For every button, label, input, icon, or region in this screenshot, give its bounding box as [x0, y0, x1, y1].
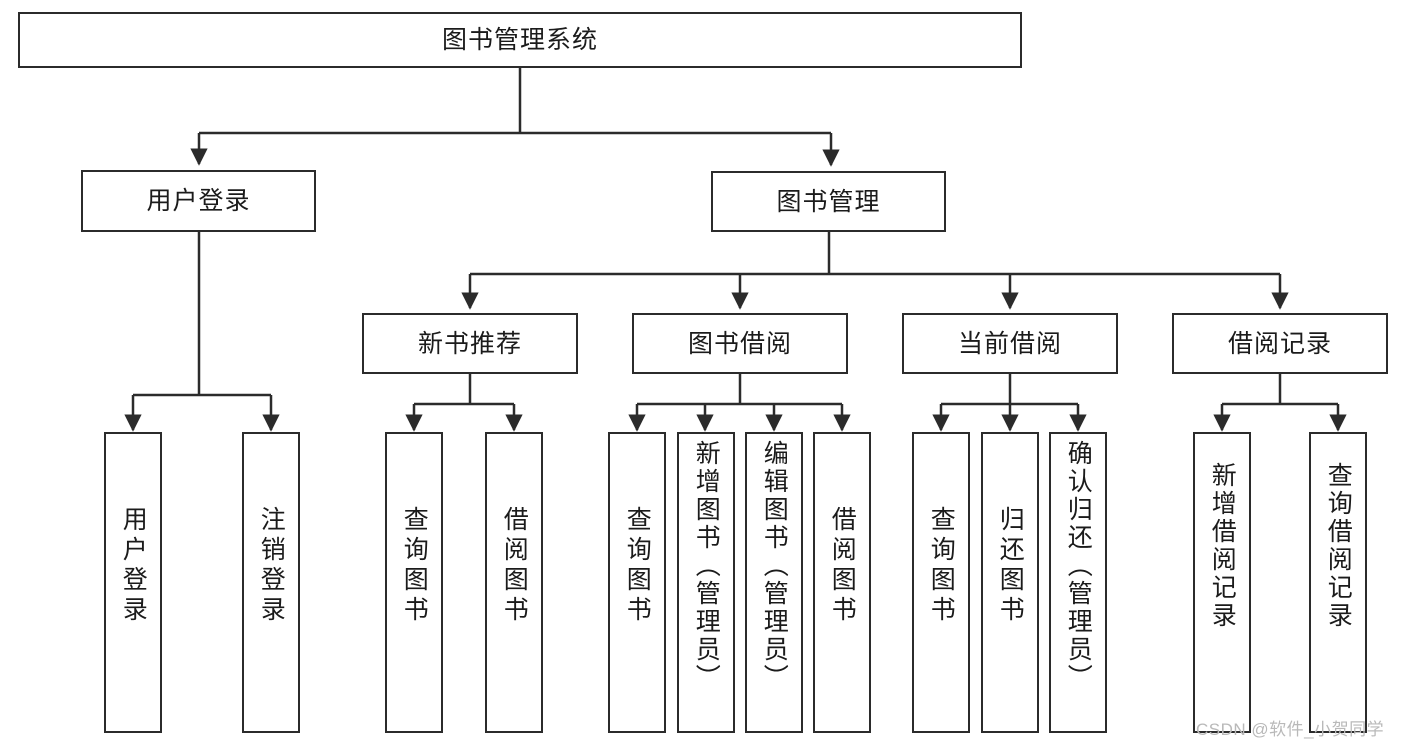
node-leaf-return-book[interactable]: 归还图书 — [981, 432, 1039, 733]
node-root-label: 图书管理系统 — [441, 26, 598, 54]
node-leaf-borrow-book-2-label: 借阅图书 — [828, 506, 857, 626]
node-leaf-edit-book-label: 编辑图书（管理员） — [760, 440, 789, 692]
node-borrow-record[interactable]: 借阅记录 — [1172, 313, 1388, 374]
watermark-text: CSDN @软件_小贺同学 — [1196, 720, 1385, 739]
node-leaf-add-record[interactable]: 新增借阅记录 — [1193, 432, 1251, 733]
node-root[interactable]: 图书管理系统 — [18, 12, 1022, 68]
node-leaf-user-logout-label: 注销登录 — [257, 506, 286, 626]
node-leaf-query-book-3-label: 查询图书 — [927, 506, 956, 626]
node-leaf-add-book[interactable]: 新增图书（管理员） — [677, 432, 735, 733]
node-leaf-query-record-label: 查询借阅记录 — [1324, 462, 1353, 630]
node-book-borrow-label: 图书借阅 — [687, 329, 792, 358]
node-user-login[interactable]: 用户登录 — [81, 170, 316, 232]
node-leaf-add-record-label: 新增借阅记录 — [1208, 462, 1237, 630]
node-leaf-user-login[interactable]: 用户登录 — [104, 432, 162, 733]
node-leaf-borrow-book-1-label: 借阅图书 — [500, 506, 529, 626]
node-leaf-query-book-2-label: 查询图书 — [623, 506, 652, 626]
node-borrow-record-label: 借阅记录 — [1227, 329, 1332, 358]
node-book-management[interactable]: 图书管理 — [711, 171, 946, 232]
node-user-login-label: 用户登录 — [146, 187, 251, 215]
node-book-borrow[interactable]: 图书借阅 — [632, 313, 848, 374]
node-leaf-edit-book[interactable]: 编辑图书（管理员） — [745, 432, 803, 733]
node-leaf-query-record[interactable]: 查询借阅记录 — [1309, 432, 1367, 733]
node-leaf-borrow-book-2[interactable]: 借阅图书 — [813, 432, 871, 733]
node-leaf-borrow-book-1[interactable]: 借阅图书 — [485, 432, 543, 733]
node-leaf-query-book-2[interactable]: 查询图书 — [608, 432, 666, 733]
node-book-management-label: 图书管理 — [776, 187, 881, 216]
node-current-borrow-label: 当前借阅 — [957, 329, 1062, 358]
node-leaf-confirm-return-label: 确认归还（管理员） — [1064, 440, 1093, 692]
node-leaf-add-book-label: 新增图书（管理员） — [692, 440, 721, 692]
node-leaf-query-book-1[interactable]: 查询图书 — [385, 432, 443, 733]
node-leaf-query-book-1-label: 查询图书 — [400, 506, 429, 626]
node-leaf-confirm-return[interactable]: 确认归还（管理员） — [1049, 432, 1107, 733]
node-leaf-return-book-label: 归还图书 — [996, 506, 1025, 626]
node-new-book-recommend-label: 新书推荐 — [417, 329, 522, 358]
node-new-book-recommend[interactable]: 新书推荐 — [362, 313, 578, 374]
node-leaf-query-book-3[interactable]: 查询图书 — [912, 432, 970, 733]
node-leaf-user-logout[interactable]: 注销登录 — [242, 432, 300, 733]
node-leaf-user-login-label: 用户登录 — [119, 506, 148, 626]
node-current-borrow[interactable]: 当前借阅 — [902, 313, 1118, 374]
